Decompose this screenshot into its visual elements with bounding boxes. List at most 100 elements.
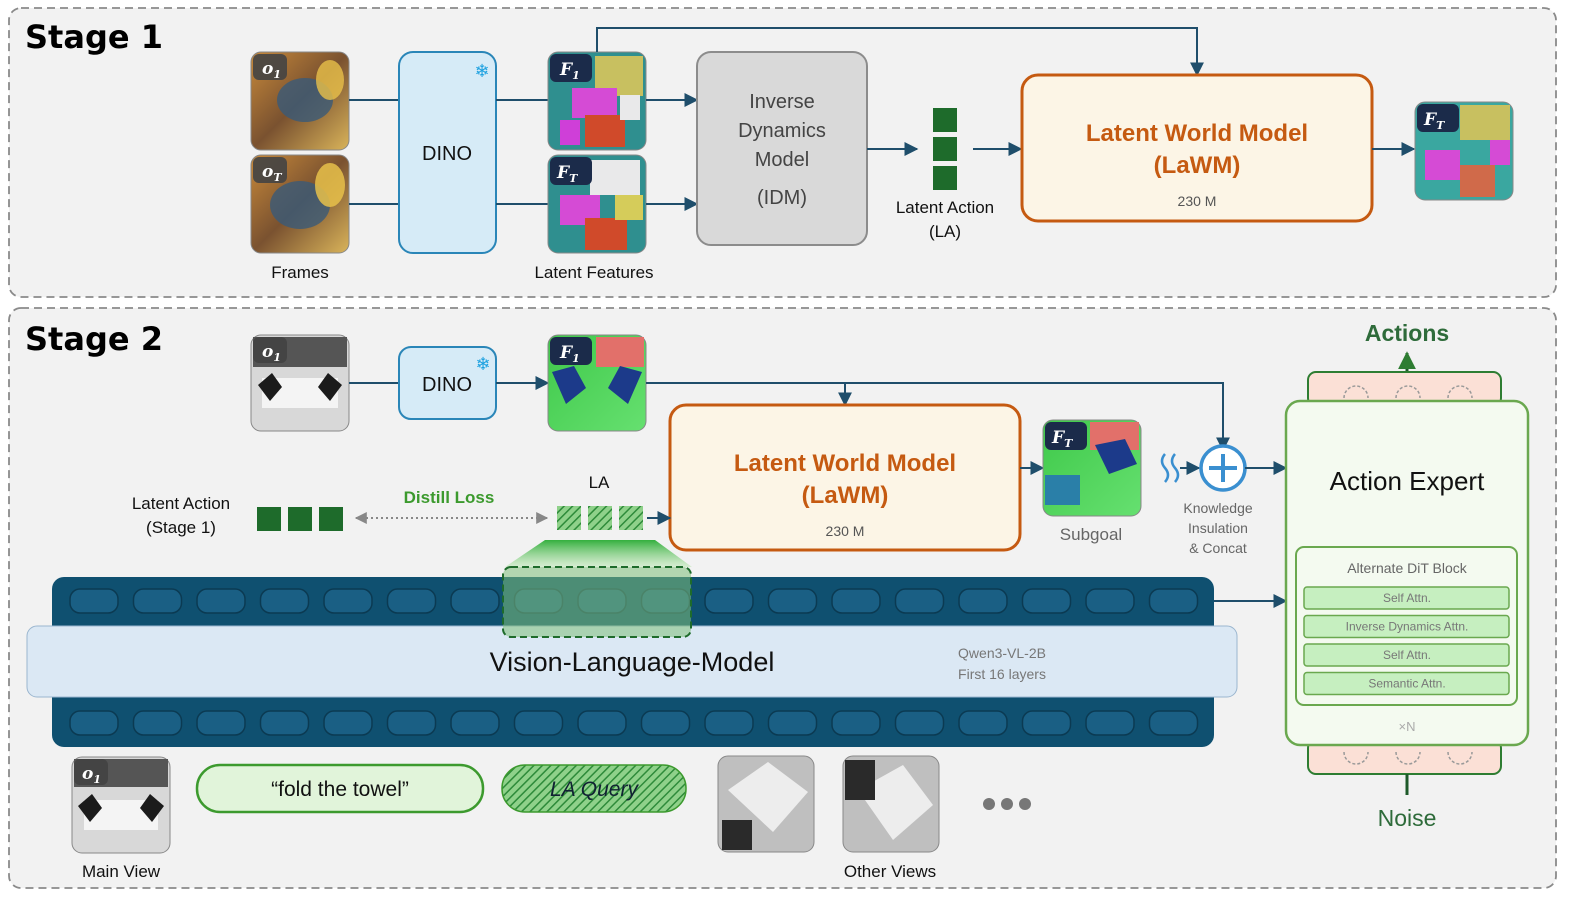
svg-text:o1: o1 (262, 59, 281, 81)
action-expert-block: Action Expert Alternate DiT Block Self A… (1284, 371, 1530, 775)
la-spotlight (505, 540, 692, 567)
stage1-title: Stage 1 (25, 18, 163, 56)
vlm-token (831, 588, 881, 614)
stage1-dino-block: DINO ❄ (398, 51, 497, 254)
stage2-o1-sub: 1 (273, 351, 281, 364)
snowflake-icon: ❄ (474, 61, 489, 81)
feature-FT-letter: F (556, 163, 571, 183)
stage1-dino-label: DINO (422, 143, 472, 165)
stage1-la-line2: (LA) (929, 222, 961, 241)
idm-line4: (IDM) (757, 187, 807, 209)
vlm-model-line2: First 16 layers (958, 666, 1046, 682)
stage2-F1-letter: F (559, 343, 574, 363)
vlm-token (513, 710, 564, 736)
stage1-panel: Stage 1 o1 oT Frames DINO ❄ (8, 7, 1557, 298)
svg-text:FT: FT (1051, 428, 1073, 450)
vlm-token (958, 588, 1008, 614)
action-expert-label: Action Expert (1330, 466, 1485, 496)
feature-F1-sub: 1 (572, 69, 580, 82)
vlm-token (1148, 588, 1199, 614)
vlm-token (1021, 588, 1072, 614)
subgoal-label: Subgoal (1060, 525, 1122, 544)
stage1-la-line1: Latent Action (896, 198, 994, 217)
vlm-token (704, 710, 754, 736)
frames-label: Frames (271, 263, 329, 282)
dit-block-title: Alternate DiT Block (1347, 560, 1468, 576)
knowledge-line2: Insulation (1188, 520, 1248, 536)
la-query-text: LA Query (550, 778, 639, 801)
stage1-lawm-params: 230 M (1178, 193, 1217, 209)
latent-features-label: Latent Features (534, 263, 653, 282)
stage1-output-FT-map: FT (1414, 101, 1514, 201)
knowledge-line3: & Concat (1189, 540, 1247, 556)
svg-text:FT: FT (556, 163, 578, 185)
idm-line1: Inverse (749, 91, 815, 113)
idm-line2: Dynamics (738, 120, 826, 142)
main-view-o-letter: o (82, 764, 93, 784)
vlm-token (704, 588, 754, 614)
stage1-output-F-letter: F (1423, 110, 1438, 130)
vlm-token (1085, 710, 1135, 736)
vlm-bottom-token-row (69, 710, 1199, 736)
main-view-o-sub: 1 (93, 773, 101, 786)
feature-FT-sub: T (569, 172, 578, 185)
vlm-label: Vision-Language-Model (490, 647, 775, 677)
stage2-dino-label: DINO (422, 374, 472, 396)
dit-row (1303, 643, 1510, 667)
stage1-lawm-line1: Latent World Model (1086, 120, 1308, 147)
instruction-text: “fold the towel” (271, 778, 409, 801)
dit-row-label: Self Attn. (1383, 648, 1431, 662)
vlm-token (323, 588, 373, 614)
dit-row-label: Inverse Dynamics Attn. (1346, 620, 1469, 634)
vlm-token (386, 710, 437, 736)
frame-o1-image: o1 (250, 51, 350, 151)
vlm-token (450, 588, 500, 614)
distill-loss-label: Distill Loss (404, 488, 495, 507)
stage2-F1-sub: 1 (572, 352, 580, 365)
stage2-dino-block: DINO ❄ (398, 346, 497, 420)
vlm-token (894, 710, 945, 736)
stage2-snowflake-icon: ❄ (475, 354, 490, 374)
vlm-token (577, 710, 627, 736)
subgoal-FT-map: FT (1042, 419, 1142, 517)
vlm-token (1148, 710, 1199, 736)
dit-rows: Self Attn.Inverse Dynamics Attn.Self Att… (1303, 586, 1510, 696)
main-view-label: Main View (82, 862, 161, 881)
feature-F1-letter: F (559, 60, 574, 80)
feature-FT-map: FT (547, 154, 647, 254)
stage1-lawm-block: Latent World Model (LaWM) 230 M (1020, 73, 1374, 223)
dit-row-label: Semantic Attn. (1368, 677, 1445, 691)
other-views-label: Other Views (844, 862, 936, 881)
la-query-highlight (502, 566, 692, 638)
vlm-token (196, 588, 246, 614)
idm-line3: Model (755, 149, 809, 171)
latent-action-stage1-line1: Latent Action (132, 494, 230, 513)
latent-action-stage1-line2: (Stage 1) (146, 518, 216, 537)
concat-plus-icon (1199, 444, 1247, 492)
svg-text:FT: FT (1423, 110, 1445, 132)
dit-row (1303, 586, 1510, 610)
stage2-frame-o1-image: o1 (250, 334, 350, 432)
other-view-image-1 (717, 755, 815, 853)
vlm-token (259, 588, 310, 614)
dit-row (1303, 671, 1510, 696)
frame-oT-sub: T (273, 171, 282, 184)
svg-text:oT: oT (262, 162, 282, 184)
stage2-o1-letter: o (262, 342, 273, 362)
stage1-la-tokens-row (257, 507, 343, 531)
stage2-lawm-line2: (LaWM) (802, 482, 889, 509)
idm-block: Inverse Dynamics Model (IDM) (696, 51, 868, 246)
instruction-token: “fold the towel” (195, 763, 485, 814)
vlm-token (640, 710, 691, 736)
vlm-token (69, 710, 119, 736)
frame-oT-image: oT (250, 154, 350, 254)
vlm-token (132, 588, 183, 614)
vlm-token (259, 710, 310, 736)
vlm-token (132, 710, 183, 736)
times-n-label: ×N (1399, 719, 1416, 734)
actions-label: Actions (1365, 320, 1449, 346)
vlm-model-line1: Qwen3-VL-2B (958, 645, 1046, 661)
stage2-title: Stage 2 (25, 320, 163, 358)
stage1-latent-action-tokens (933, 108, 957, 190)
